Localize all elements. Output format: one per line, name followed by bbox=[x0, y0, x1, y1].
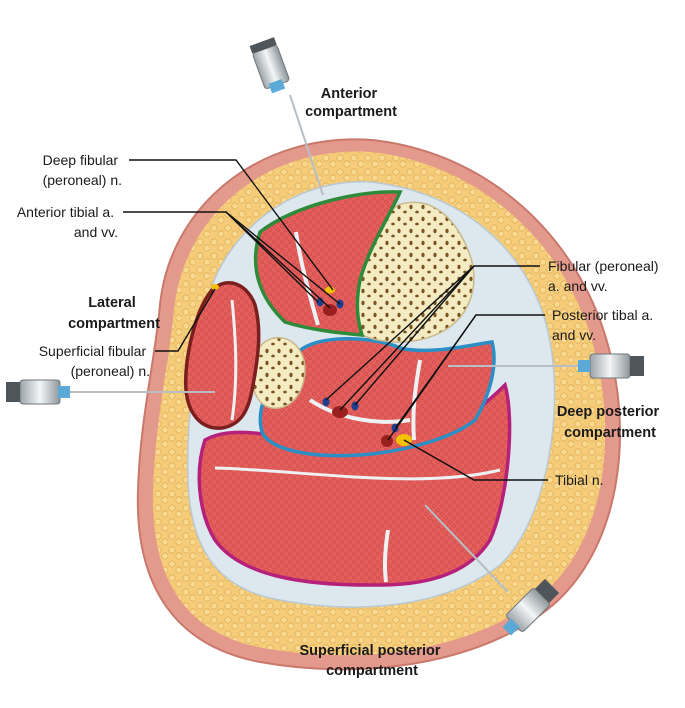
deep-posterior-compartment bbox=[258, 337, 496, 458]
syringe-anterior-icon bbox=[249, 37, 324, 196]
fibular-vein bbox=[322, 397, 330, 407]
anterior-tibial-artery bbox=[323, 304, 337, 316]
fibular-vessels-label: Fibular (peroneal) a. and vv. bbox=[548, 258, 662, 294]
tibial-nerve-label: Tibial n. bbox=[555, 472, 604, 488]
anterior-tibial-label: Anterior tibial a. and vv. bbox=[17, 204, 118, 240]
superficial-fibular-nerve-label: Superficial fibular (peroneal) n. bbox=[39, 343, 150, 379]
leader-lines bbox=[123, 159, 548, 481]
posterior-tibial-artery bbox=[381, 435, 393, 447]
syringe-lateral-icon bbox=[6, 379, 215, 405]
deep-posterior-compartment-title: Deep posterior compartment bbox=[557, 404, 663, 441]
anterior-compartment bbox=[253, 190, 403, 337]
fibula-bone bbox=[251, 336, 306, 409]
deep-posterior-division-2 bbox=[411, 359, 422, 441]
soleus-division bbox=[382, 529, 390, 583]
lateral-compartment-title: Lateral compartment bbox=[68, 295, 160, 332]
syringe-deep-posterior-icon bbox=[448, 353, 644, 379]
superficial-fibular-nerve bbox=[211, 284, 219, 290]
fibular-artery bbox=[332, 406, 348, 418]
posterior-tibial-label: Posterior tibal a. and vv. bbox=[552, 307, 657, 343]
syringe-superficial-posterior-icon bbox=[424, 504, 560, 636]
deep-fibular-nerve-label: Deep fibular (peroneal) n. bbox=[43, 152, 122, 188]
superficial-posterior-compartment-title: Superficial posterior compartment bbox=[299, 643, 444, 679]
lateral-compartment-division bbox=[230, 299, 238, 421]
anterior-compartment-title: Anterior compartment bbox=[305, 86, 397, 120]
